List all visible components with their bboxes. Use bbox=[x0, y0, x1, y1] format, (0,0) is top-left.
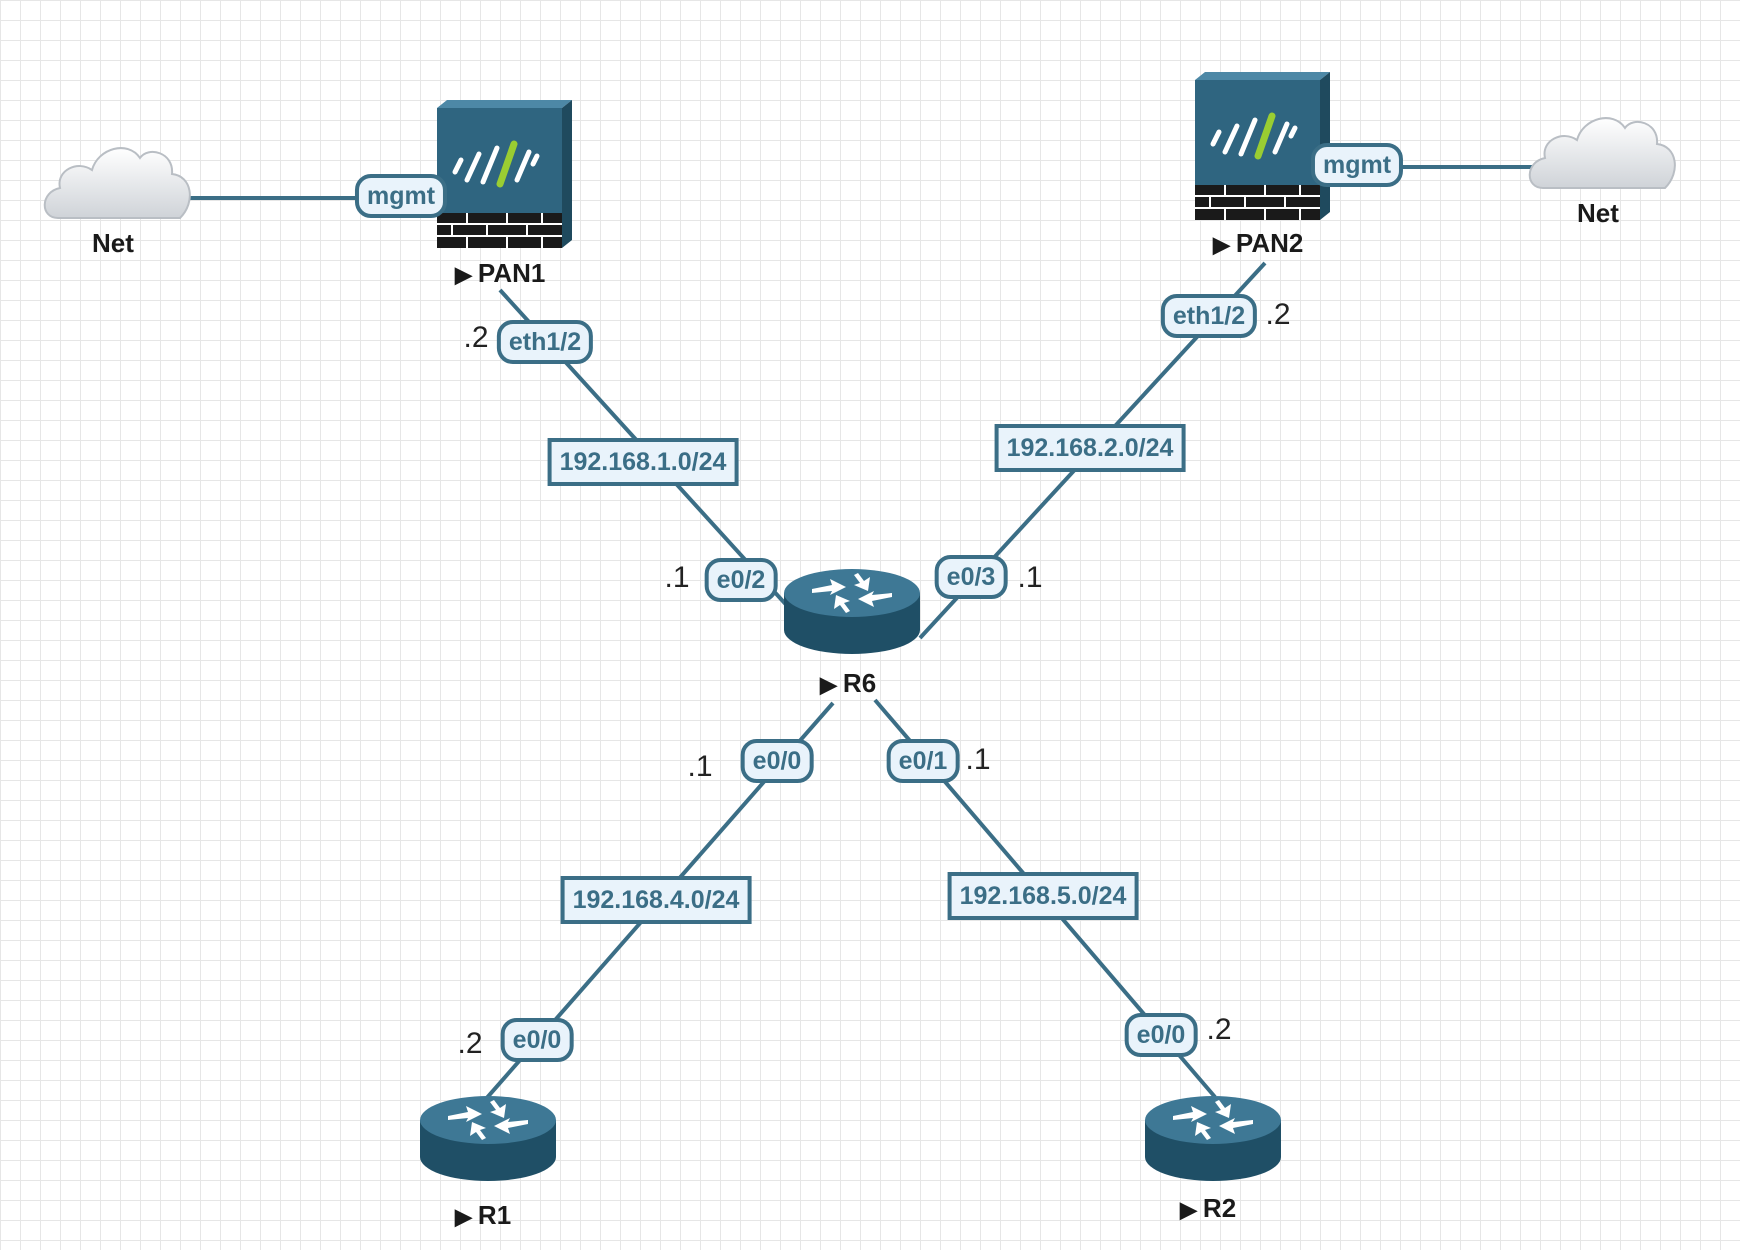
r2-e0-0-addr: .2 bbox=[1206, 1013, 1232, 1046]
r1-e0-0-iface[interactable]: e0/0 bbox=[500, 1018, 574, 1062]
pan1-mgmt-iface[interactable]: mgmt bbox=[354, 174, 448, 218]
router-icon bbox=[784, 569, 920, 654]
r6-e0-1-iface[interactable]: e0/1 bbox=[886, 739, 960, 783]
play-icon: ▶ bbox=[1180, 1197, 1197, 1222]
r2-e0-0-iface[interactable]: e0/0 bbox=[1124, 1013, 1198, 1057]
play-icon: ▶ bbox=[1213, 232, 1230, 257]
r1-node[interactable] bbox=[418, 1092, 558, 1187]
net-right-node[interactable] bbox=[1525, 100, 1680, 195]
pan2-eth1-2-addr: .2 bbox=[1265, 298, 1291, 331]
pan2-label[interactable]: ▶PAN2 bbox=[1213, 228, 1304, 258]
r6-e0-3-addr: .1 bbox=[1017, 561, 1043, 594]
r2-label[interactable]: ▶R2 bbox=[1180, 1193, 1237, 1223]
r2-node[interactable] bbox=[1143, 1092, 1283, 1187]
r1-label[interactable]: ▶R1 bbox=[455, 1200, 512, 1230]
r6-e0-1-addr: .1 bbox=[965, 743, 991, 776]
net-left-label: Net bbox=[92, 228, 134, 258]
r6-e0-3-iface[interactable]: e0/3 bbox=[934, 555, 1008, 599]
network-label-192-168-5: 192.168.5.0/24 bbox=[947, 872, 1139, 920]
firewall-icon bbox=[437, 100, 572, 248]
pan1-eth1-2-iface[interactable]: eth1/2 bbox=[496, 320, 594, 364]
r6-e0-2-addr: .1 bbox=[664, 561, 690, 594]
network-label-192-168-4: 192.168.4.0/24 bbox=[560, 876, 752, 924]
pan2-eth1-2-iface[interactable]: eth1/2 bbox=[1160, 294, 1258, 338]
router-icon bbox=[1145, 1096, 1281, 1181]
router-icon bbox=[420, 1096, 556, 1181]
play-icon: ▶ bbox=[455, 1204, 472, 1229]
net-right-label: Net bbox=[1577, 198, 1619, 228]
cloud-icon bbox=[1528, 117, 1676, 189]
pan1-node[interactable] bbox=[437, 100, 572, 250]
r6-e0-2-iface[interactable]: e0/2 bbox=[704, 558, 778, 602]
pan2-node[interactable] bbox=[1195, 72, 1330, 222]
r6-label[interactable]: ▶R6 bbox=[820, 668, 877, 698]
net-left-node[interactable] bbox=[40, 130, 195, 225]
network-label-192-168-2: 192.168.2.0/24 bbox=[994, 424, 1186, 472]
r6-node[interactable] bbox=[782, 565, 922, 660]
pan1-label[interactable]: ▶PAN1 bbox=[455, 258, 546, 288]
play-icon: ▶ bbox=[820, 672, 837, 697]
pan1-eth1-2-addr: .2 bbox=[463, 321, 489, 354]
pan2-mgmt-iface[interactable]: mgmt bbox=[1310, 143, 1404, 187]
play-icon: ▶ bbox=[455, 262, 472, 287]
r6-e0-0-iface[interactable]: e0/0 bbox=[740, 739, 814, 783]
network-label-192-168-1: 192.168.1.0/24 bbox=[547, 438, 739, 486]
cloud-icon bbox=[43, 147, 191, 219]
r1-e0-0-addr: .2 bbox=[457, 1027, 483, 1060]
r6-e0-0-addr: .1 bbox=[687, 750, 713, 783]
firewall-icon bbox=[1195, 72, 1330, 220]
